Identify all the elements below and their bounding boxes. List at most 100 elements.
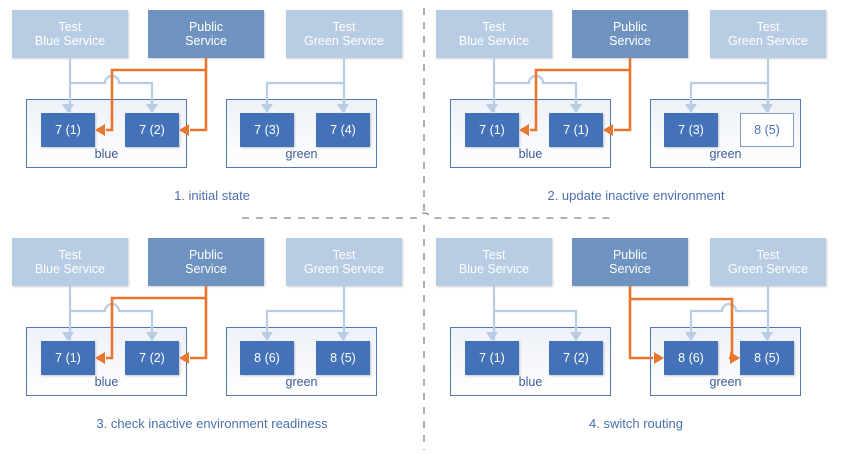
panel-caption: 2. update inactive environment xyxy=(547,188,725,203)
panel-caption: 1. initial state xyxy=(174,188,250,203)
test-green-service-box-line1: Test xyxy=(332,19,356,34)
public-route-blue-1-line xyxy=(106,286,208,360)
test-green-arrow-2-head xyxy=(337,332,349,341)
test-blue-service-box-line1: Test xyxy=(58,19,82,34)
panel-caption: 3. check inactive environment readiness xyxy=(96,416,328,431)
test-green-arrow-1-line xyxy=(689,302,768,340)
public-route-blue-2-head xyxy=(603,124,613,136)
test-green-service-box-line2: Green Service xyxy=(304,262,384,276)
public-route-blue-2-head xyxy=(179,124,189,136)
env-green-container-label: green xyxy=(285,375,318,389)
green-instance-1: 8 (6) xyxy=(664,341,718,375)
public-route-green-1-head xyxy=(654,352,664,364)
test-blue-arrow-1-head xyxy=(486,104,498,113)
test-blue-arrow-2-line xyxy=(494,309,578,340)
blue-instance-1: 7 (1) xyxy=(41,341,95,375)
green-instance-2: 7 (4) xyxy=(316,113,370,147)
test-green-arrow-1-head xyxy=(685,332,697,341)
test-green-service-box-line2: Green Service xyxy=(728,262,808,276)
blue-instance-1: 7 (1) xyxy=(41,113,95,147)
public-route-blue-2-head xyxy=(179,352,189,364)
test-blue-arrow-1-head xyxy=(486,332,498,341)
panel-caption: 4. switch routing xyxy=(589,416,683,431)
blue-instance-2: 7 (1) xyxy=(549,113,603,147)
test-blue-service-box-line1: Test xyxy=(482,247,506,262)
env-green-container-label: green xyxy=(285,147,318,161)
test-blue-arrow-2-head xyxy=(146,332,158,341)
test-blue-arrow-1-head xyxy=(62,332,74,341)
public-route-blue-1-head xyxy=(95,124,105,136)
test-green-arrow-2-head xyxy=(761,104,773,113)
public-route-green-1-line xyxy=(628,299,653,360)
test-blue-arrow-2-head xyxy=(570,332,582,341)
public-route-blue-1-head xyxy=(519,124,529,136)
public-service-box-line1: Public xyxy=(188,247,224,262)
test-green-arrow-1-line xyxy=(265,309,344,340)
env-blue-container-label: blue xyxy=(518,147,543,161)
env-blue-container-label: blue xyxy=(94,375,119,389)
test-green-arrow-1-line xyxy=(265,81,344,112)
test-green-service-box-line1: Test xyxy=(756,247,780,262)
green-instance-1: 8 (6) xyxy=(240,341,294,375)
public-route-blue-1-line xyxy=(106,58,208,132)
public-route-blue-2-line xyxy=(190,298,208,360)
public-route-blue-1-line xyxy=(530,58,632,132)
test-blue-arrow-2-head xyxy=(570,104,582,113)
public-service-box-line1: Public xyxy=(188,19,224,34)
env-green-container-label: green xyxy=(709,375,742,389)
public-route-blue-2-line xyxy=(614,70,632,132)
test-green-service-box-line1: Test xyxy=(756,19,780,34)
public-service-box-line2: Service xyxy=(609,262,651,276)
test-green-service-box-line2: Green Service xyxy=(728,34,808,48)
blue-instance-2: 7 (2) xyxy=(125,341,179,375)
test-blue-service-box-line2: Blue Service xyxy=(458,34,530,48)
green-instance-1: 7 (3) xyxy=(240,113,294,147)
test-green-arrow-2-head xyxy=(761,332,773,341)
test-blue-service-box-line2: Blue Service xyxy=(34,262,106,276)
public-service-box-line2: Service xyxy=(185,262,227,276)
test-green-arrow-1-head xyxy=(261,104,273,113)
public-route-blue-2-line xyxy=(190,70,208,132)
public-service-box-line2: Service xyxy=(609,34,651,48)
test-green-arrow-1-line xyxy=(689,81,768,112)
env-blue-container-label: blue xyxy=(518,375,543,389)
green-instance-2: 8 (5) xyxy=(740,341,794,375)
public-service-box-line1: Public xyxy=(612,19,648,34)
public-service-box-line1: Public xyxy=(612,247,648,262)
test-green-arrow-2-head xyxy=(337,104,349,113)
blue-instance-1: 7 (1) xyxy=(465,341,519,375)
green-instance-2: 8 (5) xyxy=(740,113,794,147)
env-green-container-label: green xyxy=(709,147,742,161)
test-blue-service-box-line1: Test xyxy=(482,19,506,34)
test-green-service-box-line2: Green Service xyxy=(304,34,384,48)
env-blue-container-label: blue xyxy=(94,147,119,161)
horizontal-divider xyxy=(242,212,610,219)
test-blue-service-box-line2: Blue Service xyxy=(458,262,530,276)
test-blue-service-box-line1: Test xyxy=(58,247,82,262)
test-blue-arrow-2-head xyxy=(146,104,158,113)
blue-instance-1: 7 (1) xyxy=(465,113,519,147)
test-blue-service-box-line2: Blue Service xyxy=(34,34,106,48)
public-service-box-line2: Service xyxy=(185,34,227,48)
public-route-green-2-head xyxy=(730,352,740,364)
public-route-blue-1-head xyxy=(95,352,105,364)
